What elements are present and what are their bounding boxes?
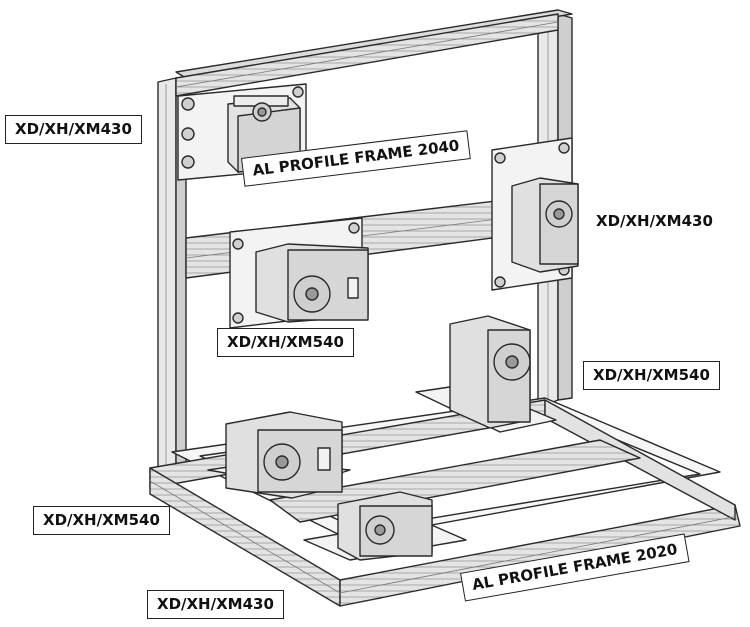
label-servo-right-upper: XD/XH/XM430 (596, 212, 713, 230)
base-front-rail (149, 399, 741, 607)
label-servo-bottom-front: XD/XH/XM430 (147, 590, 284, 619)
servo-right-upper (491, 137, 579, 291)
top-rail (175, 9, 573, 97)
servo-middle-left (229, 217, 369, 329)
servo-bottom-front (303, 491, 467, 561)
servo-right-lower (415, 315, 557, 433)
label-servo-bottom-left: XD/XH/XM540 (33, 506, 170, 535)
label-servo-middle-left: XD/XH/XM540 (217, 328, 354, 357)
label-servo-top-left: XD/XH/XM430 (5, 115, 142, 144)
servo-bottom-left (207, 411, 351, 499)
label-servo-right-lower: XD/XH/XM540 (583, 361, 720, 390)
